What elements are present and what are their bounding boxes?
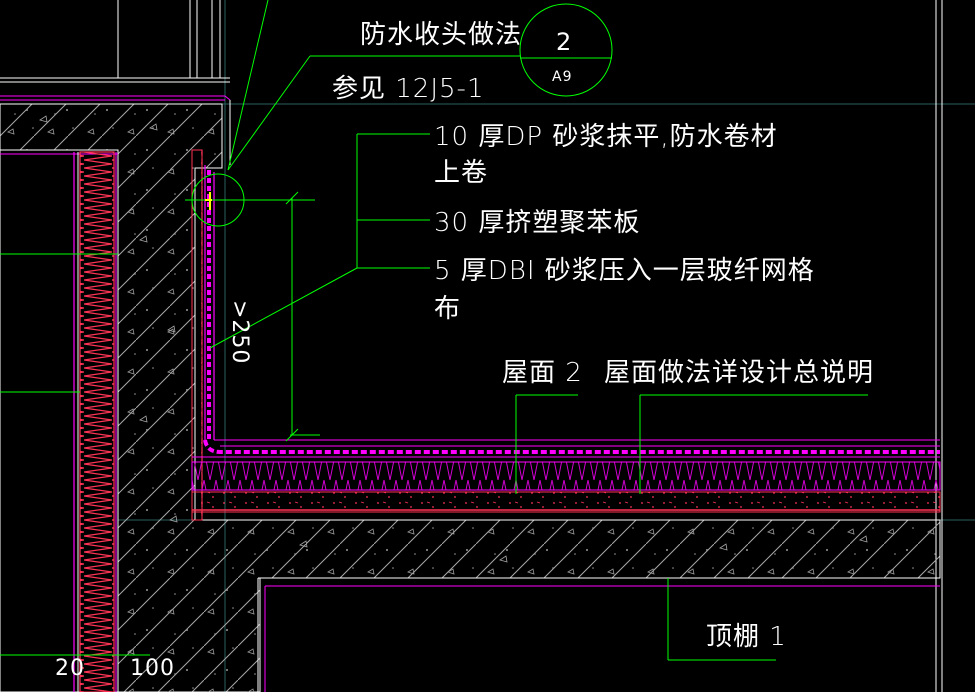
ceiling-label: 顶棚 1 — [706, 622, 787, 652]
dimension-upturn-label: >250 — [227, 300, 252, 365]
layer2-label: 30 厚挤塑聚苯板 — [434, 208, 641, 238]
layer3-label-line1: 5 厚DBI 砂浆压入一层玻纤网格 — [434, 256, 815, 286]
layer-leaders — [209, 133, 430, 349]
detail-number: 2 — [556, 28, 573, 56]
callout-reference: 参见 12J5-1 — [332, 74, 485, 104]
left-leaders — [0, 253, 118, 393]
ceiling-board — [257, 577, 940, 692]
concrete-marks — [39, 115, 868, 563]
parapet-upturn-layers — [191, 149, 215, 521]
callout-title: 防水收头做法 — [360, 20, 523, 50]
wall-insulation — [0, 149, 119, 692]
roof-note: 屋面做法详设计总说明 — [604, 358, 875, 388]
dimension-20: 20 — [55, 656, 85, 681]
roof-leaders — [515, 394, 868, 661]
dimension-250 — [285, 191, 320, 442]
dimension-100: 100 — [130, 656, 175, 681]
roof-label: 屋面 2 — [502, 358, 583, 388]
detail-bubble — [227, 0, 613, 171]
layer3-label-line2: 布 — [434, 294, 462, 324]
layer1-label-line2: 上卷 — [434, 158, 489, 188]
detail-sheet: A9 — [552, 69, 573, 85]
termination-circle — [185, 173, 315, 227]
roof-layers — [191, 439, 941, 513]
layer1-label-line1: 10 厚DP 砂浆抹平,防水卷材 — [434, 122, 778, 152]
